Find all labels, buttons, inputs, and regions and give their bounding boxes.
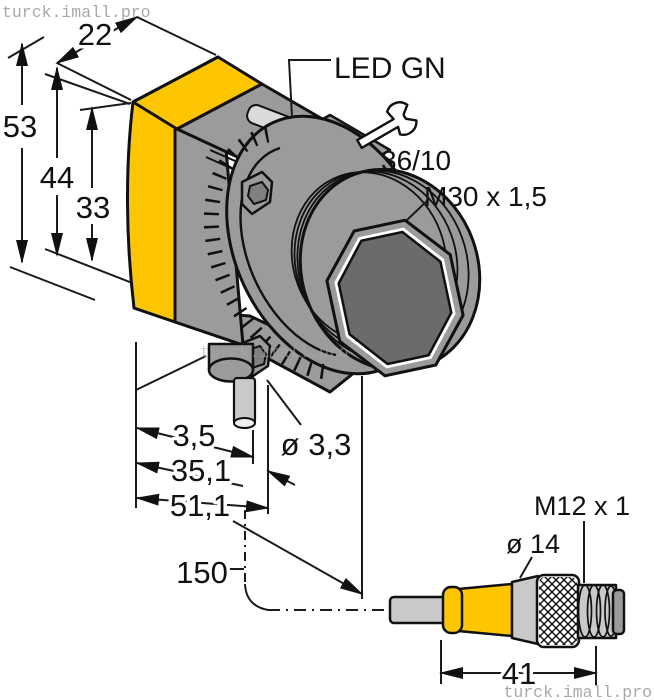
dim-connector-length: 41 — [502, 656, 536, 691]
dim-depth-body: 35,1 — [171, 453, 231, 488]
watermark-center: turck.imall.pro — [200, 343, 349, 362]
connector-collar — [510, 574, 540, 646]
connector-thread-m12 — [576, 583, 618, 640]
dim-rear-offset: 3,5 — [172, 418, 215, 453]
dim-housing-width: 22 — [78, 17, 112, 52]
dimension-lines-top-left — [7, 16, 217, 301]
dim-mount-hole: ø 3,3 — [281, 427, 352, 462]
wrench-icon — [356, 101, 418, 150]
dim-height-front: 33 — [76, 190, 110, 225]
mount-hole-top — [247, 181, 269, 205]
housing-rear-face-yellow — [125, 78, 177, 324]
dim-height-body: 44 — [40, 160, 74, 195]
label-connector-thread: M12 x 1 — [534, 491, 630, 521]
connector-boot-yellow — [456, 582, 514, 638]
dim-depth-overall: 51,1 — [170, 488, 230, 523]
leader-lines — [287, 59, 585, 583]
lens-glass — [337, 230, 453, 366]
connector-cable — [388, 595, 448, 625]
dim-cable-length: 150 — [176, 555, 228, 590]
watermark-bottom-right: turck.imall.pro — [503, 683, 652, 700]
watermark-top-left: turck.imall.pro — [2, 3, 151, 22]
sensor-cable — [232, 376, 257, 429]
label-led: LED GN — [334, 52, 446, 85]
nut-rim-knurl-ticks — [203, 127, 331, 380]
lens-face — [325, 218, 465, 378]
label-wrench-size: 36/10 — [381, 145, 451, 176]
dimension-lines-bottom-left — [135, 342, 388, 611]
m12-connector-drawing — [388, 573, 626, 686]
connector-boot-ring-yellow — [441, 585, 464, 635]
connector-knurl — [535, 573, 581, 649]
connector-tip — [611, 588, 626, 636]
mounting-tab-top — [240, 170, 274, 216]
label-lens-thread: M30 x 1,5 — [424, 181, 547, 212]
dim-height-overall: 53 — [3, 109, 37, 144]
label-connector-diameter: ø 14 — [506, 529, 560, 559]
sensor-body-drawing — [125, 55, 482, 429]
cable-gland — [207, 342, 255, 383]
dimension-41 — [439, 640, 598, 686]
